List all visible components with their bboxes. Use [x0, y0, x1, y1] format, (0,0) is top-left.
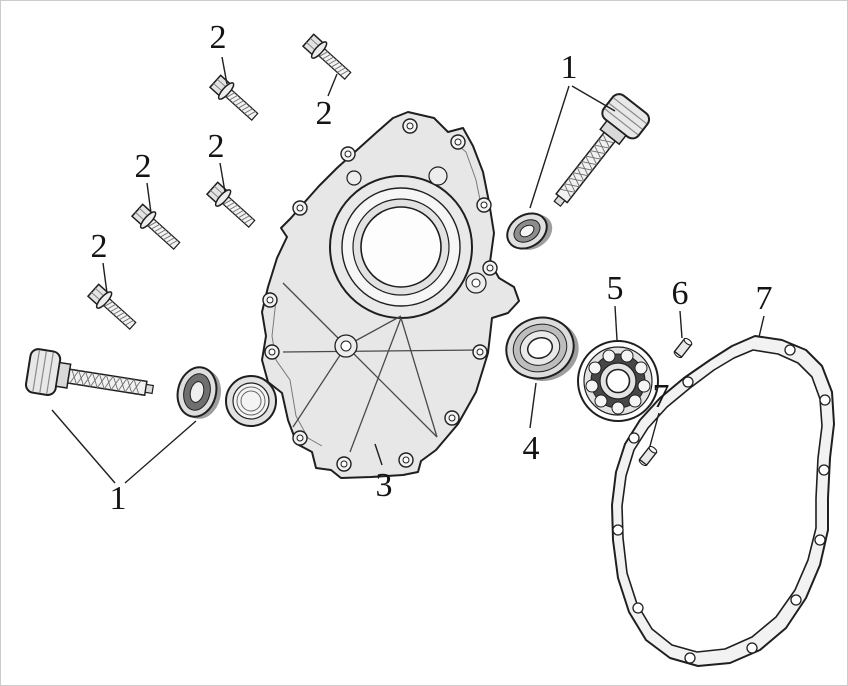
- flange-bolt-4: [129, 201, 185, 255]
- gasket-bolt-holes: [612, 344, 831, 664]
- flange-bolt-1: [207, 72, 263, 126]
- cover-bearing-bore: [329, 175, 473, 319]
- callout-7-gasket: 7: [755, 280, 773, 317]
- callout-2-bolt-top: 2: [315, 95, 333, 132]
- dowel-pin-upper: [672, 336, 694, 360]
- crankcase-cover-drawing: [225, 111, 520, 479]
- gasket-inner-outline: [621, 349, 823, 653]
- callout-3-cover: 3: [375, 467, 393, 504]
- callout-2-bolt-left: 2: [134, 148, 152, 185]
- ball-bearing-drawing: [577, 340, 659, 422]
- oil-dipstick-right: [539, 89, 654, 219]
- callout-7-dowel-pin: 7: [652, 378, 670, 415]
- dipstick-seal-left-drawing: [176, 366, 222, 419]
- flange-bolt-5: [85, 281, 141, 335]
- callout-2-bolt-lower-left: 2: [90, 228, 108, 265]
- leader-lines: [51, 56, 765, 484]
- callout-6-dowel-pin: 6: [671, 275, 689, 312]
- flange-bolt-3: [204, 179, 260, 233]
- dipstick-seal-right-drawing: [506, 212, 553, 250]
- callout-1-dipstick-left: 1: [109, 480, 127, 517]
- oil-dipstick-left: [23, 346, 158, 413]
- cover-ribs: [282, 282, 481, 453]
- callout-4-oil-seal: 4: [522, 430, 540, 467]
- callout-1-dipstick-right: 1: [560, 49, 578, 86]
- gasket-drawing: [611, 335, 835, 667]
- callout-2-bolt-middle: 2: [207, 128, 225, 165]
- flange-bolt-2: [300, 31, 356, 85]
- callout-2-bolt-top-left: 2: [209, 19, 227, 56]
- callout-5-bearing: 5: [606, 270, 624, 307]
- oil-seal-drawing: [505, 316, 579, 381]
- cover-bolt-lugs: [262, 118, 498, 472]
- cover-filler-neck: [225, 375, 277, 427]
